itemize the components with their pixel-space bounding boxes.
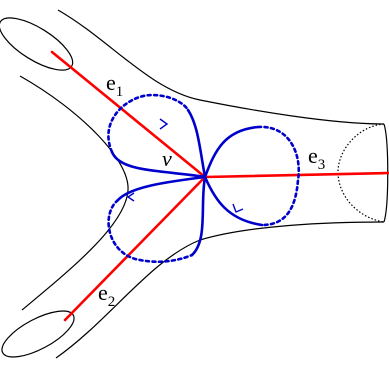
surface-edge-left xyxy=(19,75,129,311)
vertex-label: v xyxy=(162,146,172,171)
tube-opening-bottom-left xyxy=(1,310,75,358)
edge-label-e3: e3 xyxy=(308,143,325,173)
loop-upper-left-solid xyxy=(110,108,207,179)
orientation-arrows xyxy=(126,118,244,213)
surface-outline xyxy=(0,9,389,359)
graph-edges xyxy=(50,50,389,322)
edge-e3 xyxy=(203,171,389,179)
arrow-icon xyxy=(126,192,135,202)
edge-e2 xyxy=(63,175,207,322)
loop-lower-left-solid xyxy=(116,175,207,257)
loop-lower-left-dotted xyxy=(107,198,194,264)
loop-right-dotted xyxy=(256,125,301,227)
loop-upper-left-dotted xyxy=(107,93,190,154)
arrow-icon xyxy=(232,203,244,213)
edge-label-e2: e2 xyxy=(98,280,115,310)
loop-right-solid xyxy=(203,125,264,227)
loops xyxy=(107,93,301,264)
surface-edge-top xyxy=(57,9,385,125)
tube-opening-right-back xyxy=(337,123,385,223)
edge-e1 xyxy=(50,50,207,179)
arrow-icon xyxy=(159,118,169,130)
edge-label-e1: e1 xyxy=(106,70,123,100)
tube-opening-top-left xyxy=(0,17,74,71)
